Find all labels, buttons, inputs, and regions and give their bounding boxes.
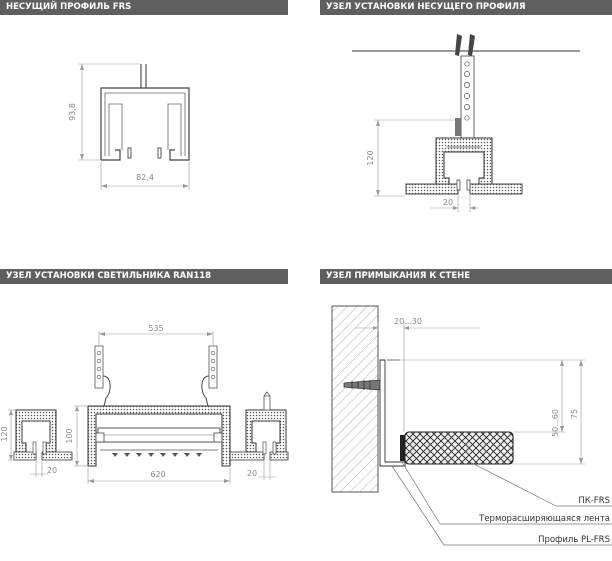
dim-luminaire-gap-left: 20 [47,466,57,475]
dim-profile-height: 93,8 [68,103,77,121]
label-intumescent-tape: Терморасширяющаяся лента [478,514,610,524]
anchor-bolt-icon [455,34,475,56]
dim-luminaire-top: 535 [148,324,163,333]
dim-wall-height: 75 [570,409,579,419]
panel-title-wall-junction: УЗЕЛ ПРИМЫКАНИЯ К СТЕНЕ [320,269,612,284]
carrier-mount-drawing: 120 20 [352,34,580,212]
panel-title-carrier-mount: УЗЕЛ УСТАНОВКИ НЕСУЩЕГО ПРОФИЛЯ [320,0,612,15]
panel-title-frs-profile: НЕСУЩИЙ ПРОФИЛЬ FRS [0,0,288,15]
frs-profile-drawing: 93,8 82,4 [68,63,190,190]
dim-wall-mid: 50...60 [551,409,560,437]
dim-wall-gap: 20...30 [394,317,422,326]
dim-luminaire-bottom: 620 [150,470,165,479]
panel-title-luminaire-mount: УЗЕЛ УСТАНОВКИ СВЕТИЛЬНИКА RAN118 [0,269,288,284]
dim-luminaire-left-height: 120 [0,426,9,441]
label-pl-frs-profile: Профиль PL-FRS [538,535,610,545]
dim-carrier-height: 120 [366,150,375,165]
luminaire-mount-drawing: 535 620 120 100 20 20 [0,324,289,484]
wall-junction-drawing: 20...30 75 50...60 ПК-FRS Терморасширяющ… [331,305,612,546]
dim-carrier-gap: 20 [443,198,453,207]
label-pk-frs: ПК-FRS [578,496,610,506]
dim-luminaire-inner-height: 100 [65,428,74,443]
dim-luminaire-gap-right: 20 [247,469,257,478]
dim-profile-width: 82,4 [136,173,154,182]
